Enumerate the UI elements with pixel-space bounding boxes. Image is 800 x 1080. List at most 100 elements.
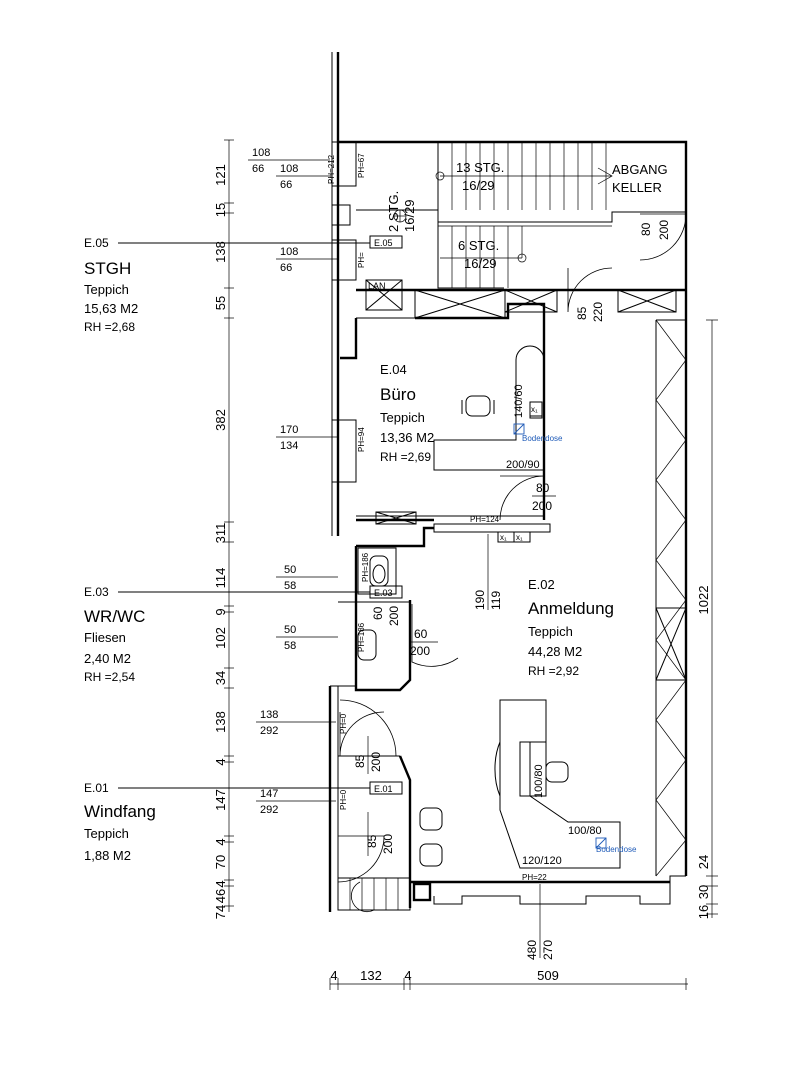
window-2-top: 108 <box>280 163 298 175</box>
room-tags: E.05 E.03 E.01 <box>369 235 403 795</box>
dim-bottom-1: 4 <box>330 968 337 983</box>
door-2-height: 220 <box>591 302 605 322</box>
dim-right-2: 24 <box>696 855 711 869</box>
misc-labels: LAN Bodendose Bodendose 140/60 200/90 10… <box>327 153 637 882</box>
tag-e01: E.01 <box>374 784 393 794</box>
window-height-labels: 108 66 108 66 108 66 170 134 50 58 50 58… <box>248 147 338 816</box>
door-6-height: 200 <box>410 644 430 658</box>
dim-left-14: 4 <box>213 838 228 845</box>
window-5-top: 50 <box>284 564 296 576</box>
door-8-height: 200 <box>381 834 395 854</box>
door-3-width: 80 <box>536 481 550 495</box>
room-e03-height: RH =2,54 <box>84 670 135 684</box>
room-e04-area: 13,36 M2 <box>380 430 434 445</box>
door-3-height: 200 <box>532 499 552 513</box>
stair-down-line2: KELLER <box>612 180 662 195</box>
dim-right-3: 30 <box>696 885 711 899</box>
desk-reception-a: 100/80 <box>533 764 545 798</box>
room-e04-id: E.04 <box>380 362 407 377</box>
desk-reception-b: 100/80 <box>568 825 602 837</box>
window-3-top: 108 <box>280 246 298 258</box>
door-4-height: 119 <box>489 591 503 610</box>
window-6-bottom: 58 <box>284 640 296 652</box>
dim-bottom-4: 509 <box>537 968 559 983</box>
switch-1: x₁ <box>500 533 507 542</box>
door-2-width: 85 <box>575 306 589 320</box>
door-1-width: 80 <box>639 222 653 236</box>
dim-bottom-2: 132 <box>360 968 382 983</box>
floor-box-label-2: Bodendose <box>596 845 637 854</box>
sill-height-8: PH=0 <box>339 713 348 734</box>
stair-upper-rise: 16/29 <box>462 178 495 193</box>
room-e03-name: WR/WC <box>84 607 145 626</box>
window-4-bottom: 134 <box>280 440 298 452</box>
room-e01-floor: Teppich <box>84 826 129 841</box>
dim-left-4: 55 <box>213 296 228 310</box>
window-1-bottom: 66 <box>252 163 264 175</box>
stair-mid-steps: 2 STG. <box>386 191 401 232</box>
door-5-height: 200 <box>387 606 401 626</box>
dim-left-1: 121 <box>213 164 228 186</box>
dim-left-10: 34 <box>213 671 228 685</box>
room-e04-name: Büro <box>380 385 416 404</box>
room-e05-area: 15,63 M2 <box>84 301 138 316</box>
window-1-top: 108 <box>252 147 270 159</box>
stair-mid-rise: 16/29 <box>402 199 417 232</box>
dim-left-16: 4 <box>213 880 228 887</box>
window-7-bottom: 292 <box>260 725 278 737</box>
window-5-bottom: 58 <box>284 580 296 592</box>
window-6-top: 50 <box>284 624 296 636</box>
lan-label: LAN <box>368 281 386 291</box>
room-e01-area: 1,88 M2 <box>84 848 131 863</box>
door-size-labels: 80 200 85 220 80 200 190 119 60 200 60 2… <box>353 220 671 960</box>
tag-e05: E.05 <box>374 238 393 248</box>
window-3-bottom: 66 <box>280 262 292 274</box>
dim-left-2: 15 <box>213 203 228 217</box>
room-e04-height: RH =2,69 <box>380 450 431 464</box>
dim-left-17: 46 <box>213 889 228 903</box>
room-e01-label: E.01 Windfang Teppich 1,88 M2 <box>84 781 370 863</box>
dim-left-6: 311 <box>213 523 228 544</box>
room-e03-area: 2,40 M2 <box>84 651 131 666</box>
sill-height-9: PH=0 <box>339 789 348 810</box>
room-e05-label: E.05 STGH Teppich 15,63 M2 RH =2,68 <box>84 236 370 334</box>
window-2-bottom: 66 <box>280 179 292 191</box>
bottom-dimension-chain: 4 132 4 509 <box>329 968 688 990</box>
room-e02-area: 44,28 M2 <box>528 644 582 659</box>
dim-left-18: 74 <box>213 905 228 919</box>
room-e02-label: E.02 Anmeldung Teppich 44,28 M2 RH =2,92 <box>528 577 614 678</box>
dim-left-3: 138 <box>213 241 228 263</box>
door-9-height: 270 <box>541 940 555 960</box>
room-e02-floor: Teppich <box>528 624 573 639</box>
sill-height-4: PH=94 <box>357 427 366 452</box>
dim-right-1: 1022 <box>696 586 711 615</box>
stair-down-line1: ABGANG <box>612 162 668 177</box>
switch-2: x₁ <box>516 533 523 542</box>
room-e05-name: STGH <box>84 259 131 278</box>
room-e05-height: RH =2,68 <box>84 320 135 334</box>
dim-left-5: 382 <box>213 409 228 431</box>
stair-lower-steps: 6 STG. <box>458 238 499 253</box>
door-9-width: 480 <box>525 940 539 960</box>
dim-right-4: 16 <box>696 905 711 919</box>
sill-height-2: PH=67 <box>357 153 366 178</box>
window-8-top: 147 <box>260 788 278 800</box>
sill-height-3: PH= <box>357 252 366 268</box>
dim-left-9: 102 <box>213 627 228 649</box>
right-dimension-chain: 1022 24 30 16 <box>696 319 718 919</box>
sill-height-1: PH=212 <box>327 154 336 184</box>
window-4-top: 170 <box>280 424 298 436</box>
room-e03-label: E.03 WR/WC Fliesen 2,40 M2 RH =2,54 <box>84 585 370 684</box>
door-6-width: 60 <box>414 627 428 641</box>
door-8-width: 85 <box>365 834 379 848</box>
room-e04-floor: Teppich <box>380 410 425 425</box>
room-e05-id: E.05 <box>84 236 109 250</box>
sill-height-5: PH=124 <box>470 515 500 524</box>
room-e03-floor: Fliesen <box>84 630 126 645</box>
switch-3: x₁ <box>531 405 538 414</box>
floor-box-label-1: Bodendose <box>522 434 563 443</box>
dim-bottom-3: 4 <box>404 968 411 983</box>
room-e01-name: Windfang <box>84 802 156 821</box>
door-swings <box>337 213 687 913</box>
